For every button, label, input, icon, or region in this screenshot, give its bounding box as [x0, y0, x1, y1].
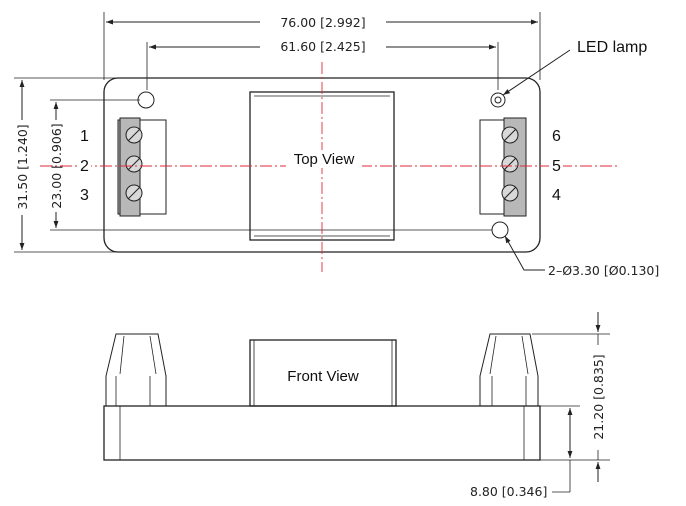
screw-slot — [503, 157, 517, 171]
dim-overall-width: 76.00 [2.992] — [280, 15, 365, 30]
screws-left — [125, 126, 143, 202]
terminal-block-left-body — [139, 119, 167, 215]
hole-label: 2–Ø3.30 [Ø0.130] — [548, 263, 659, 278]
pin-backing — [77, 157, 91, 173]
front-view-label: Front View — [287, 368, 359, 385]
front-terminal-right-edge — [521, 335, 529, 375]
mounting-hole-right — [491, 221, 509, 239]
front-terminal-right-edge — [489, 335, 497, 375]
screws-right — [501, 126, 519, 202]
front-terminal-left-edge — [149, 335, 157, 375]
hole-leader-line — [504, 235, 545, 271]
pin-label-left-3: 3 — [80, 187, 89, 204]
screw-slot — [503, 128, 517, 142]
dim-overall-height: 31.50 [1.240] — [15, 124, 30, 209]
led-lamp-icon — [490, 92, 506, 108]
pin-label-right-4: 4 — [552, 187, 561, 204]
led-lamp-inner — [494, 96, 502, 104]
screw-slot — [127, 186, 141, 200]
front-view: Front View 21.20 [0.835] 8.80 [0.346] — [103, 312, 610, 499]
top-view: 76.00 [2.992] 61.60 [2.425] 31.50 [1.240… — [14, 12, 659, 278]
pin-label-left-2: 2 — [80, 158, 89, 175]
screw-slot — [127, 157, 141, 171]
pin-backing — [549, 157, 563, 173]
screw-slot — [127, 128, 141, 142]
pin-label-right-6: 6 — [552, 128, 561, 145]
terminal-block-right-body — [479, 119, 505, 215]
front-base — [103, 405, 541, 461]
pin-label-left-1: 1 — [80, 128, 89, 145]
led-leader-line — [502, 49, 571, 96]
front-terminal-left-edge — [119, 335, 125, 375]
dim-hole-spacing: 61.60 [2.425] — [280, 39, 365, 54]
front-terminal-left — [105, 333, 167, 407]
front-terminal-right — [479, 333, 539, 407]
label-backing — [286, 150, 362, 168]
top-view-label: Top View — [294, 151, 355, 168]
mounting-hole-left — [137, 91, 155, 109]
dim-base-height: 8.80 [0.346] — [470, 484, 547, 499]
front-center-block — [249, 339, 397, 407]
dim-total-height: 21.20 [0.835] — [591, 354, 606, 439]
pin-label-right-5: 5 — [552, 158, 561, 175]
led-lamp-label: LED lamp — [577, 39, 647, 56]
screw-slot — [503, 186, 517, 200]
